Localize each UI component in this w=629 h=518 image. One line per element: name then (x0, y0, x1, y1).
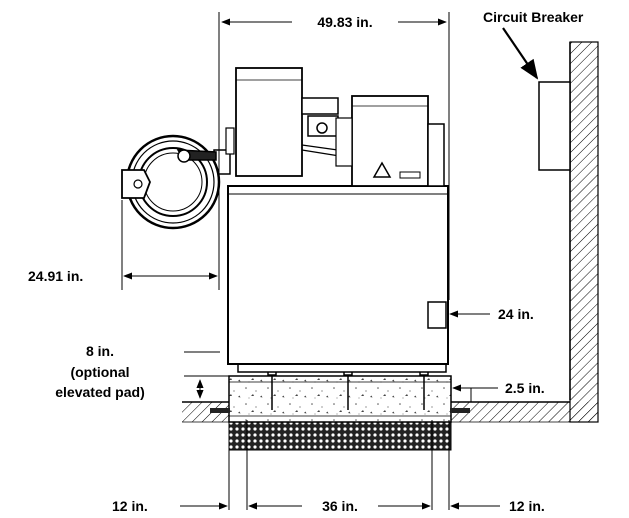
label-circuit-breaker: Circuit Breaker (483, 9, 584, 25)
dimension-lines (121, 12, 539, 510)
label-right-clearance: 12 in. (509, 498, 545, 514)
gravel-footing (228, 421, 452, 451)
machine-upper-box (235, 67, 303, 177)
warning-triangle-icon (372, 161, 392, 178)
machine-rear-housing (351, 95, 429, 187)
machine-base (237, 363, 447, 373)
wall (569, 41, 599, 423)
door-assembly (121, 127, 235, 230)
label-left-clearance: 12 in. (112, 498, 148, 514)
label-width-top: 49.83 in. (317, 14, 372, 30)
label-base-width: 36 in. (322, 498, 358, 514)
label-pad-optional-line2: elevated pad) (55, 384, 144, 400)
concrete-pad (228, 375, 452, 423)
machine-cabinet (227, 185, 449, 365)
label-pad-optional-line1: (optional (70, 364, 129, 380)
label-rear-clearance: 24 in. (498, 306, 534, 322)
rear-connection-box (427, 301, 447, 329)
label-pad-edge: 2.5 in. (505, 380, 545, 396)
label-door-clearance: 24.91 in. (28, 268, 83, 284)
machine (227, 67, 449, 373)
rebar-left (210, 408, 230, 413)
rebar-right (450, 408, 470, 413)
circuit-breaker-box (538, 81, 571, 171)
label-pad-height: 8 in. (86, 343, 114, 359)
